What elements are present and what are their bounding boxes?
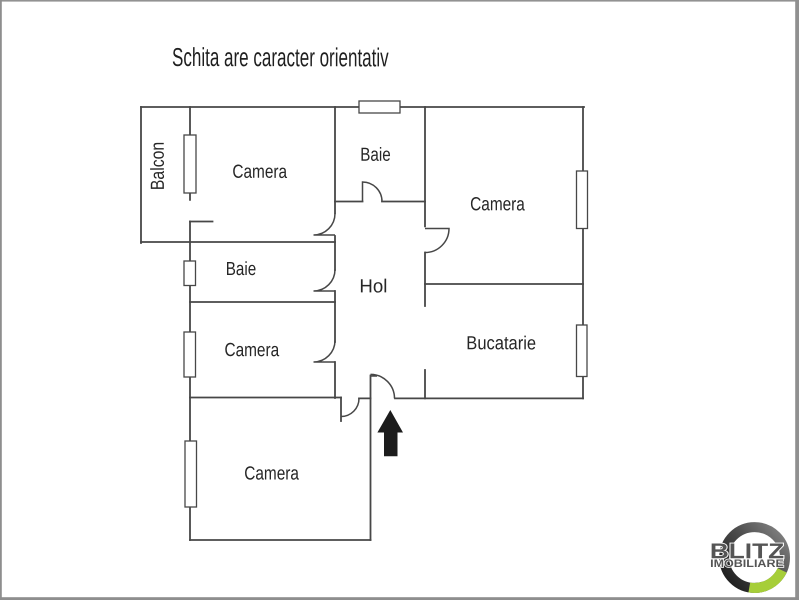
svg-text:Camera: Camera bbox=[224, 338, 279, 360]
svg-text:Camera: Camera bbox=[244, 462, 299, 484]
svg-text:Balcon: Balcon bbox=[146, 142, 168, 190]
svg-text:Camera: Camera bbox=[470, 193, 525, 215]
svg-text:BLITZ: BLITZ bbox=[710, 539, 784, 563]
svg-text:Schita are caracter orientativ: Schita are caracter orientativ bbox=[172, 42, 389, 72]
svg-text:Bucatarie: Bucatarie bbox=[466, 332, 536, 353]
svg-text:Baie: Baie bbox=[360, 143, 390, 165]
svg-text:Hol: Hol bbox=[359, 275, 387, 296]
svg-text:Camera: Camera bbox=[232, 160, 287, 182]
svg-text:IMOBILIARE: IMOBILIARE bbox=[710, 558, 784, 570]
svg-text:Baie: Baie bbox=[226, 257, 256, 279]
